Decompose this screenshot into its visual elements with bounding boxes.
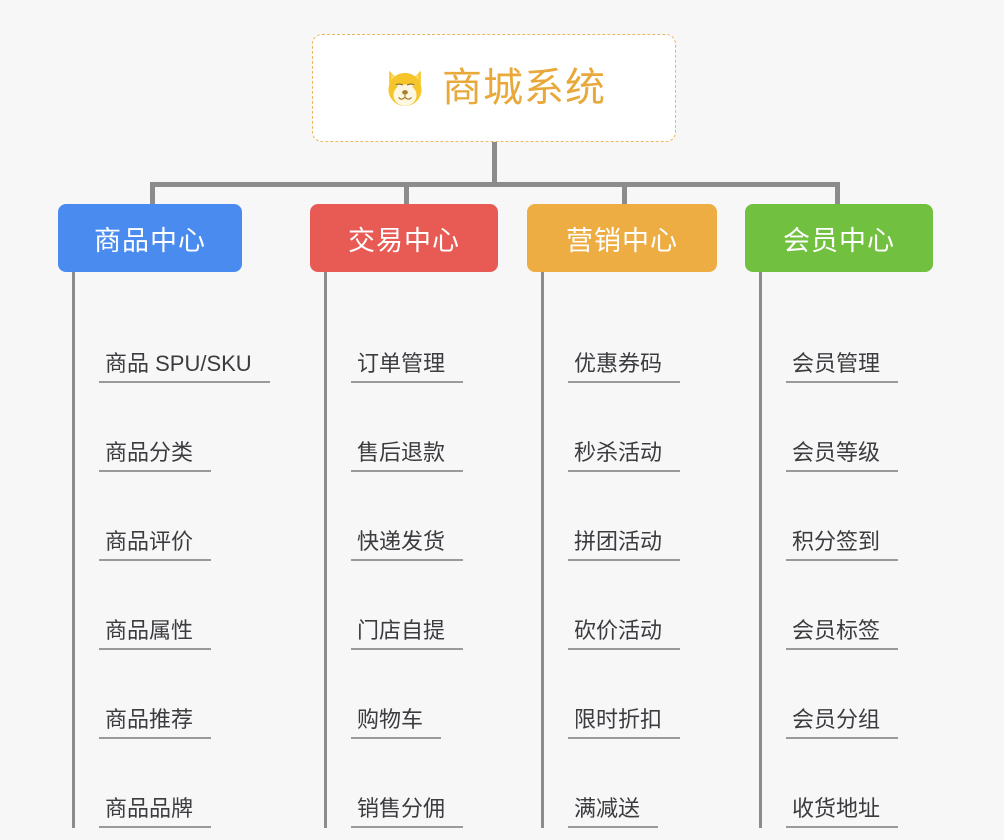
list-item[interactable]: 积分签到 bbox=[762, 472, 933, 561]
leaf-label: 购物车 bbox=[351, 708, 442, 739]
list-item[interactable]: 购物车 bbox=[327, 650, 498, 739]
leaf-label: 商品推荐 bbox=[99, 708, 212, 739]
category-column-2: 交易中心 订单管理 售后退款 快递发货 门店自提 购物车 销售分佣 bbox=[310, 204, 498, 828]
list-item[interactable]: 订单管理 bbox=[327, 294, 498, 383]
category-column-3: 营销中心 优惠券码 秒杀活动 拼团活动 砍价活动 限时折扣 满减送 bbox=[527, 204, 717, 828]
connector-drop-4 bbox=[835, 182, 840, 208]
leaf-label: 积分签到 bbox=[786, 530, 899, 561]
leaf-label: 优惠券码 bbox=[568, 352, 681, 383]
list-item[interactable]: 会员管理 bbox=[762, 294, 933, 383]
leaf-label: 商品分类 bbox=[99, 441, 212, 472]
leaf-label: 商品属性 bbox=[99, 619, 212, 650]
leaf-label: 售后退款 bbox=[351, 441, 464, 472]
leaf-label: 限时折扣 bbox=[568, 708, 681, 739]
leaf-list-4: 会员管理 会员等级 积分签到 会员标签 会员分组 收货地址 bbox=[759, 272, 933, 828]
list-item[interactable]: 商品评价 bbox=[75, 472, 270, 561]
list-item[interactable]: 商品品牌 bbox=[75, 739, 270, 828]
leaf-list-3: 优惠券码 秒杀活动 拼团活动 砍价活动 限时折扣 满减送 bbox=[541, 272, 717, 828]
list-item[interactable]: 销售分佣 bbox=[327, 739, 498, 828]
leaf-label: 商品品牌 bbox=[99, 797, 212, 828]
shiba-dog-face-icon bbox=[388, 70, 422, 106]
list-item[interactable]: 满减送 bbox=[544, 739, 717, 828]
connector-horizontal-bus bbox=[150, 182, 840, 187]
leaf-label: 会员分组 bbox=[786, 708, 899, 739]
root-node-mall-system[interactable]: 商城系统 bbox=[312, 34, 676, 142]
leaf-label: 砍价活动 bbox=[568, 619, 681, 650]
category-column-4: 会员中心 会员管理 会员等级 积分签到 会员标签 会员分组 收货地址 bbox=[745, 204, 933, 828]
root-node-title: 商城系统 bbox=[442, 66, 606, 110]
list-item[interactable]: 限时折扣 bbox=[544, 650, 717, 739]
connector-drop-1 bbox=[150, 182, 155, 208]
list-item[interactable]: 秒杀活动 bbox=[544, 383, 717, 472]
connector-drop-2 bbox=[404, 182, 409, 208]
leaf-label: 满减送 bbox=[568, 797, 659, 828]
list-item[interactable]: 门店自提 bbox=[327, 561, 498, 650]
leaf-label: 快递发货 bbox=[351, 530, 464, 561]
leaf-label: 收货地址 bbox=[786, 797, 899, 828]
list-item[interactable]: 会员标签 bbox=[762, 561, 933, 650]
leaf-label: 门店自提 bbox=[351, 619, 464, 650]
list-item[interactable]: 收货地址 bbox=[762, 739, 933, 828]
list-item[interactable]: 售后退款 bbox=[327, 383, 498, 472]
leaf-list-1: 商品 SPU/SKU 商品分类 商品评价 商品属性 商品推荐 商品品牌 bbox=[72, 272, 270, 828]
leaf-label: 商品 SPU/SKU bbox=[99, 352, 270, 383]
category-header-4[interactable]: 会员中心 bbox=[745, 204, 933, 272]
leaf-label: 销售分佣 bbox=[351, 797, 464, 828]
list-item[interactable]: 砍价活动 bbox=[544, 561, 717, 650]
category-column-1: 商品中心 商品 SPU/SKU 商品分类 商品评价 商品属性 商品推荐 商品品牌 bbox=[58, 204, 270, 828]
category-header-1[interactable]: 商品中心 bbox=[58, 204, 242, 272]
list-item[interactable]: 优惠券码 bbox=[544, 294, 717, 383]
list-item[interactable]: 商品 SPU/SKU bbox=[75, 294, 270, 383]
list-item[interactable]: 拼团活动 bbox=[544, 472, 717, 561]
list-item[interactable]: 会员等级 bbox=[762, 383, 933, 472]
leaf-label: 订单管理 bbox=[351, 352, 464, 383]
list-item[interactable]: 会员分组 bbox=[762, 650, 933, 739]
leaf-label: 秒杀活动 bbox=[568, 441, 681, 472]
leaf-label: 拼团活动 bbox=[568, 530, 681, 561]
leaf-list-2: 订单管理 售后退款 快递发货 门店自提 购物车 销售分佣 bbox=[324, 272, 498, 828]
category-header-2[interactable]: 交易中心 bbox=[310, 204, 498, 272]
leaf-label: 会员标签 bbox=[786, 619, 899, 650]
connector-drop-3 bbox=[622, 182, 627, 208]
list-item[interactable]: 商品分类 bbox=[75, 383, 270, 472]
list-item[interactable]: 商品属性 bbox=[75, 561, 270, 650]
leaf-label: 会员等级 bbox=[786, 441, 899, 472]
connector-root-stem bbox=[492, 142, 497, 186]
list-item[interactable]: 快递发货 bbox=[327, 472, 498, 561]
list-item[interactable]: 商品推荐 bbox=[75, 650, 270, 739]
category-header-3[interactable]: 营销中心 bbox=[527, 204, 717, 272]
leaf-label: 商品评价 bbox=[99, 530, 212, 561]
leaf-label: 会员管理 bbox=[786, 352, 899, 383]
